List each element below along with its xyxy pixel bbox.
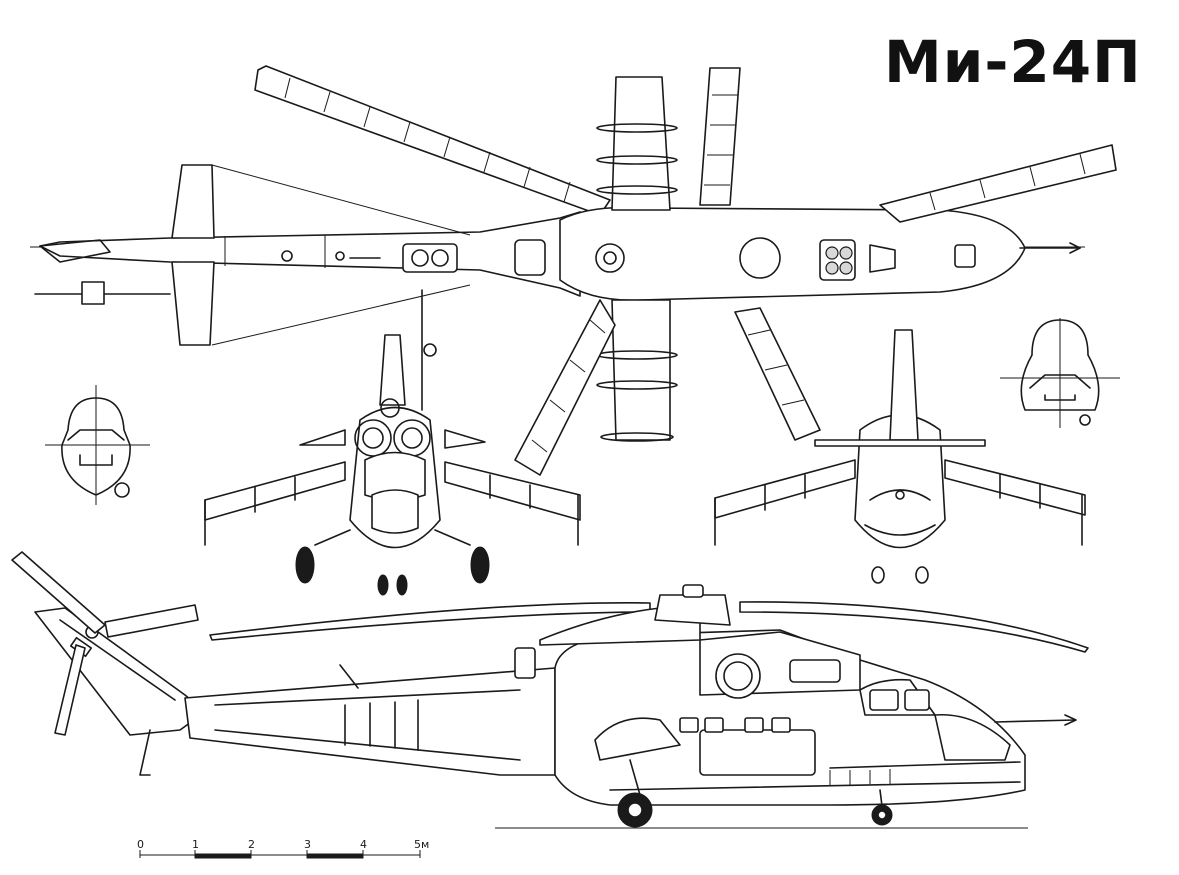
- page-title: Ми-24П: [884, 28, 1142, 96]
- rear-view: [714, 329, 1086, 584]
- scale-tick-label: 1: [192, 838, 199, 851]
- scale-tick-label: 0: [137, 838, 144, 851]
- cross-section-rear: [1000, 318, 1120, 428]
- top-view: [30, 65, 1117, 476]
- scale-tick-label: 5м: [414, 838, 429, 851]
- front-view: [204, 289, 581, 596]
- cross-section-front: [45, 385, 150, 505]
- scale-tick-label: 3: [304, 838, 311, 851]
- side-view: [11, 551, 1089, 829]
- scale-bar: 0 1 2 3 4 5м: [137, 838, 429, 859]
- scale-tick-label: 2: [248, 838, 255, 851]
- scale-tick-label: 4: [360, 838, 367, 851]
